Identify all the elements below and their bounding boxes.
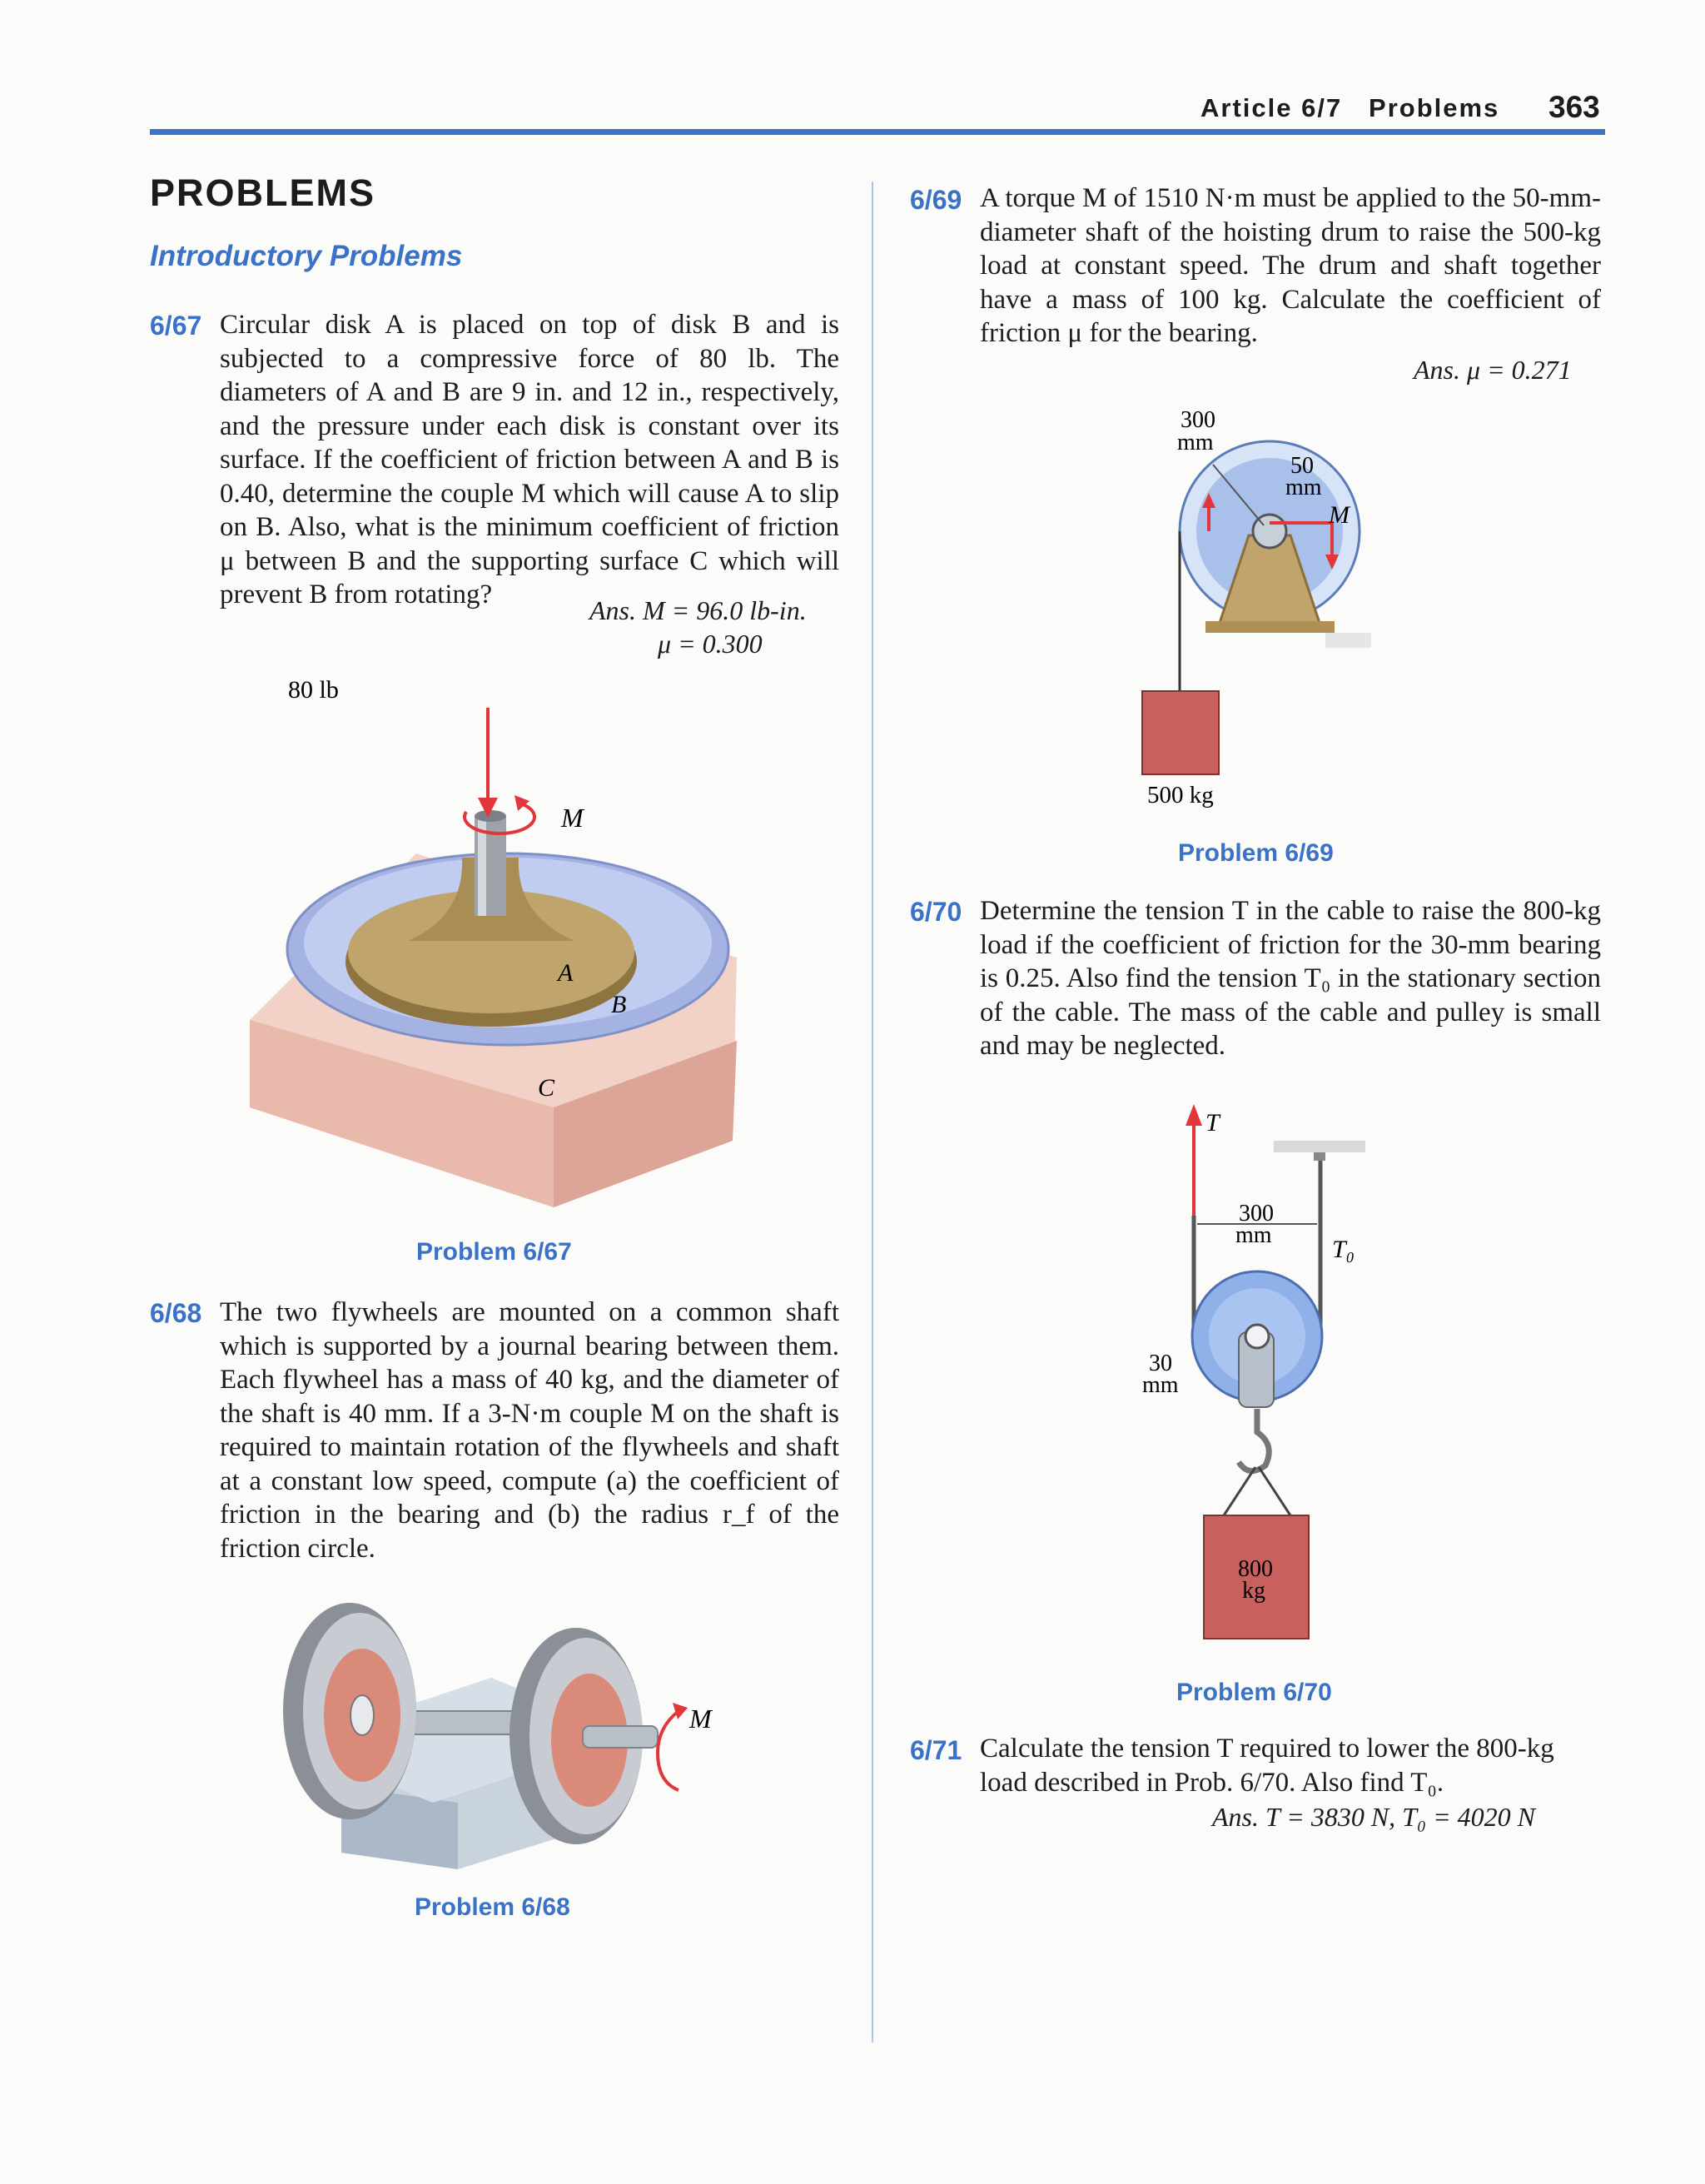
tension0-label: T₀ — [1332, 1236, 1355, 1263]
load-label: 500 kg — [1147, 782, 1214, 808]
problem-number-6-67: 6/67 — [150, 311, 202, 341]
figure-6-69: 300 mm 50 mm M 500 kg — [1141, 407, 1371, 808]
figure-6-67: 80 lb M A B C — [250, 676, 737, 1207]
drum-radius-value: 300 — [1181, 407, 1215, 433]
disk-a — [348, 890, 634, 1013]
surface-c-label: C — [538, 1074, 555, 1102]
problem-text-6-71: Calculate the tension T required to lowe… — [980, 1734, 1554, 1798]
hook — [1236, 1409, 1272, 1474]
support-block-right-face — [554, 1041, 737, 1207]
disk-b-label: B — [611, 991, 626, 1018]
bearing — [1244, 1323, 1270, 1350]
load-unit: kg — [1242, 1578, 1265, 1604]
answer-6-67-line2: μ = 0.300 — [658, 629, 763, 659]
header-rule — [150, 129, 1605, 135]
disk-a-label: A — [556, 959, 574, 987]
problem-number-6-68: 6/68 — [150, 1298, 202, 1328]
bearing-pedestal — [391, 1678, 533, 1803]
tension-label: T — [1205, 1109, 1221, 1137]
answer-6-67-line1: Ans. M = 96.0 lb-in. — [589, 595, 807, 625]
couple-label: M — [688, 1704, 713, 1734]
support-block-left-face — [250, 1020, 554, 1207]
caption-6-70: Problem 6/70 — [1176, 1679, 1332, 1706]
caption-6-68: Problem 6/68 — [415, 1893, 570, 1921]
couple-label: M — [560, 803, 585, 833]
page-number: 363 — [1548, 90, 1600, 124]
torque-arrow-right — [1270, 521, 1334, 556]
problem-text-6-70: Determine the tension T in the cable to … — [980, 896, 1601, 1061]
caption-6-67: Problem 6/67 — [416, 1238, 572, 1266]
figure-6-70: T 300 mm T₀ 30 mm 800 kg — [1142, 1104, 1365, 1639]
drum-radius-unit: mm — [1177, 430, 1214, 455]
torque-label: M — [1328, 501, 1351, 529]
figure-6-68: M — [283, 1603, 713, 1869]
bearing-value: 30 — [1149, 1351, 1172, 1376]
subsection-title: Introductory Problems — [150, 240, 463, 272]
bearing-unit: mm — [1142, 1372, 1179, 1398]
span-unit: mm — [1235, 1222, 1272, 1248]
shaft-dia-value: 50 — [1290, 453, 1314, 479]
shaft-dia-unit: mm — [1285, 475, 1322, 500]
section-title: PROBLEMS — [150, 172, 376, 214]
force-label: 80 lb — [288, 676, 339, 704]
couple-arrow — [463, 802, 536, 836]
load-500kg — [1141, 690, 1220, 775]
span-value: 300 — [1239, 1201, 1274, 1226]
problem-number-6-70: 6/70 — [910, 897, 962, 927]
answer-6-69: Ans. μ = 0.271 — [1414, 355, 1572, 385]
problem-text-6-68: The two flywheels are mounted on a commo… — [220, 1297, 839, 1564]
force-arrowhead — [478, 798, 498, 818]
load-value: 800 — [1238, 1556, 1273, 1582]
problem-number-6-69: 6/69 — [910, 185, 962, 215]
problem-text-6-67: Circular disk A is placed on top of disk… — [220, 310, 839, 609]
running-head: Article 6/7 Problems — [1200, 93, 1500, 122]
column-divider — [872, 182, 873, 2042]
caption-6-69: Problem 6/69 — [1178, 839, 1334, 867]
ceiling-support — [1274, 1141, 1365, 1152]
couple-arrow — [655, 1709, 680, 1792]
load-800kg — [1203, 1515, 1310, 1639]
problem-number-6-71: 6/71 — [910, 1735, 962, 1765]
answer-6-71: Ans. T = 3830 N, T₀ = 4020 N — [1212, 1802, 1536, 1832]
problem-text-6-69: A torque M of 1510 N·m must be applied t… — [980, 183, 1601, 348]
